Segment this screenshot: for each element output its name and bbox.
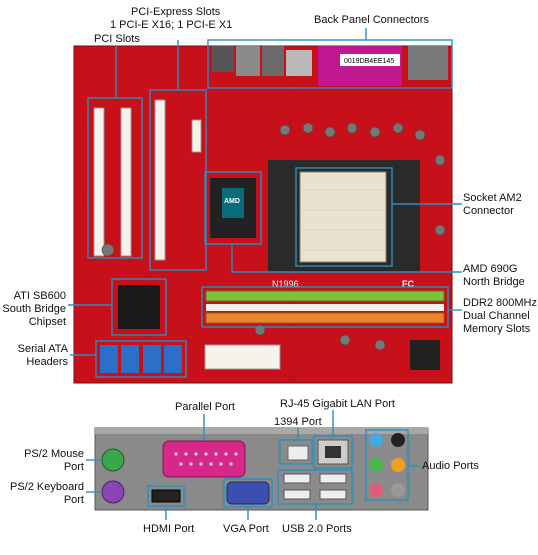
label-pci-express-line2: 1 PCI-E X16; 1 PCI-E X1 xyxy=(110,19,233,31)
label-ps2-mouse-line1: PS/2 Mouse xyxy=(24,448,84,460)
label-pci-slots: PCI Slots xyxy=(94,33,140,45)
label-1394-port: 1394 Port xyxy=(274,416,322,428)
label-north-bridge-line1: AMD 690G xyxy=(463,263,518,275)
pci-slots xyxy=(93,107,132,257)
parallel-port xyxy=(162,440,246,478)
label-lan-port: RJ-45 Gigabit LAN Port xyxy=(280,398,395,410)
ide-connector xyxy=(410,340,440,370)
atx-power-connector xyxy=(204,344,281,370)
label-socket-line2: Connector xyxy=(463,205,514,217)
usb-port xyxy=(319,473,347,484)
label-sata-line1: Serial ATA xyxy=(17,343,68,355)
cpu-socket xyxy=(268,160,420,272)
port-1394 xyxy=(287,445,309,461)
label-south-bridge-line1: ATI SB600 xyxy=(13,290,66,302)
label-memory-line1: DDR2 800MHz xyxy=(463,297,537,309)
label-ps2-keyboard-line2: Port xyxy=(63,494,84,506)
callouts-panel xyxy=(86,410,420,520)
label-vga-port: VGA Port xyxy=(223,523,269,535)
label-ps2-mouse-line2: Port xyxy=(63,461,84,473)
fc-mark: FC xyxy=(402,279,414,289)
pcie-slots xyxy=(154,99,202,261)
back-panel-detail xyxy=(94,427,429,511)
label-south-bridge-line3: Chipset xyxy=(28,316,66,328)
label-memory-line2: Dual Channel xyxy=(463,310,530,322)
label-pci-express-line1: PCI-Express Slots xyxy=(131,6,221,18)
board-model-text: N1996 xyxy=(272,279,299,289)
chip-brand-text: AMD xyxy=(224,198,240,205)
south-bridge-chip xyxy=(118,285,160,329)
label-parallel-port: Parallel Port xyxy=(175,401,235,413)
motherboard xyxy=(73,45,453,384)
label-ps2-keyboard-line1: PS/2 Keyboard xyxy=(10,481,84,493)
sata-headers xyxy=(100,345,182,373)
label-back-panel: Back Panel Connectors xyxy=(314,14,429,26)
back-panel-block xyxy=(212,46,448,86)
ps2-mouse-port xyxy=(101,448,125,472)
label-socket-line1: Socket AM2 xyxy=(463,192,522,204)
vga-port xyxy=(226,481,270,505)
label-sata-line2: Headers xyxy=(26,356,68,368)
audio-jacks xyxy=(369,433,405,497)
usb-port xyxy=(283,473,311,484)
usb-port xyxy=(319,489,347,500)
board-serial-sticker: 0019DB4EE145 xyxy=(344,58,394,65)
usb-port xyxy=(283,489,311,500)
label-south-bridge-line2: South Bridge xyxy=(2,303,66,315)
north-bridge-heatsink xyxy=(210,178,256,238)
label-hdmi-port: HDMI Port xyxy=(143,523,195,535)
hdmi-port xyxy=(151,489,181,503)
memory-slots xyxy=(205,290,445,324)
label-usb-ports: USB 2.0 Ports xyxy=(282,523,352,535)
label-audio-ports: Audio Ports xyxy=(422,460,479,472)
label-north-bridge-line2: North Bridge xyxy=(463,276,525,288)
label-memory-line3: Memory Slots xyxy=(463,323,531,335)
ps2-keyboard-port xyxy=(101,480,125,504)
callouts-board xyxy=(68,28,462,378)
